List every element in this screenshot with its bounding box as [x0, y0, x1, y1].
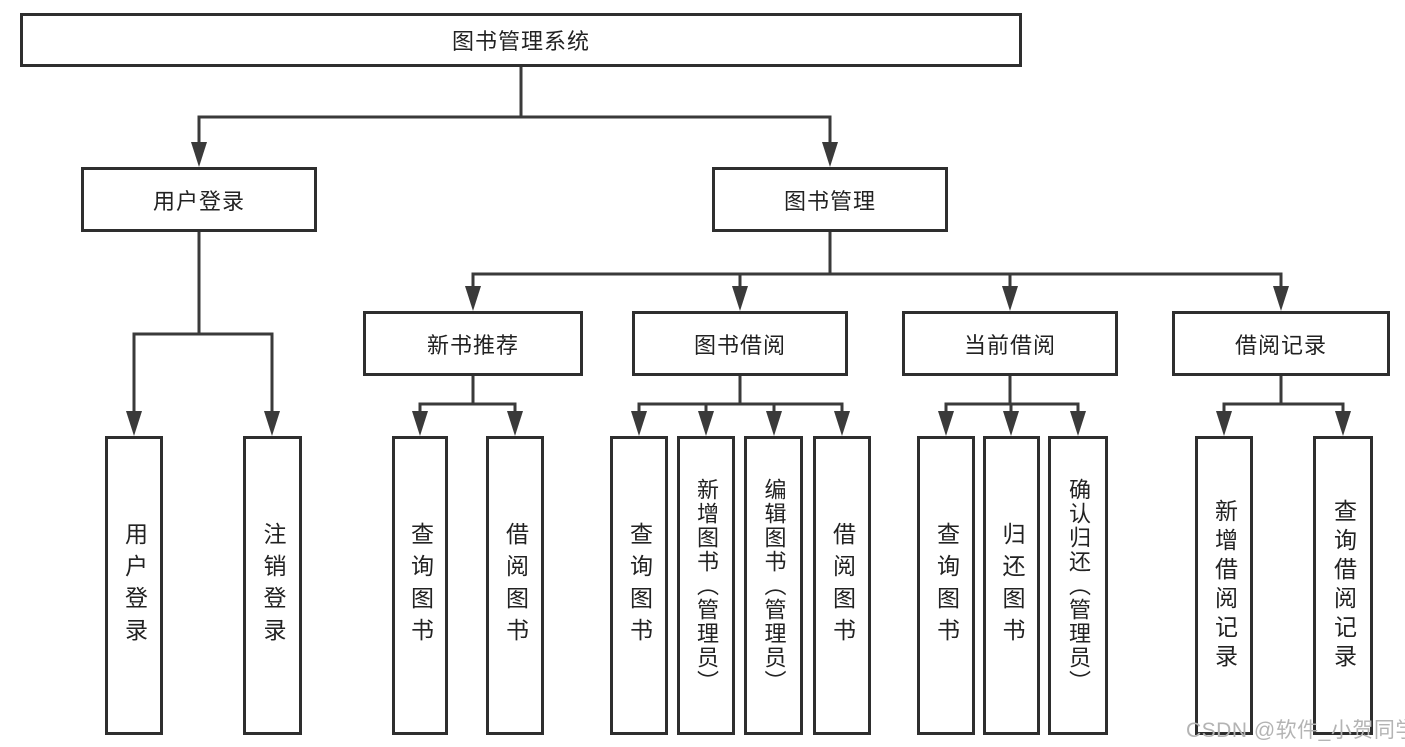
connector-level2-rail	[471, 272, 1283, 288]
csdn-watermark: CSDN @软件_小贺同学	[1186, 719, 1405, 742]
arrowhead	[1003, 411, 1019, 436]
leaf-edit-books-admin: 编辑图书（管理员）	[744, 436, 803, 735]
leaf-query-borrow-record: 查询借阅记录	[1313, 436, 1373, 735]
node-user-login: 用户登录	[81, 167, 317, 232]
leaf-add-borrow-record: 新增借阅记录	[1195, 436, 1253, 735]
leaf-logout: 注销登录	[243, 436, 302, 735]
node-book-borrowing: 图书借阅	[632, 311, 848, 376]
arrowhead	[1335, 411, 1351, 436]
arrowhead	[732, 286, 748, 311]
arrowhead	[938, 411, 954, 436]
arrowhead	[822, 142, 838, 167]
arrowhead	[507, 411, 523, 436]
arrowhead	[1216, 411, 1232, 436]
arrowhead	[1273, 286, 1289, 311]
leaf-borrow-books-recommend: 借阅图书	[486, 436, 544, 735]
leaf-user-login: 用户登录	[105, 436, 163, 735]
arrowhead	[465, 286, 481, 311]
node-current-borrowing: 当前借阅	[902, 311, 1118, 376]
connector-userlogin-rail	[132, 332, 274, 412]
node-new-book-recommend: 新书推荐	[363, 311, 583, 376]
leaf-add-books-admin: 新增图书（管理员）	[677, 436, 735, 735]
arrowhead	[631, 411, 647, 436]
leaf-return-books: 归还图书	[983, 436, 1040, 735]
connector-newbook-rail	[418, 402, 517, 413]
leaf-confirm-return-admin: 确认归还（管理员）	[1048, 436, 1108, 735]
arrowhead	[191, 142, 207, 167]
node-borrowing-records: 借阅记录	[1172, 311, 1390, 376]
arrowhead	[1070, 411, 1086, 436]
arrowhead	[264, 411, 280, 436]
node-root-system: 图书管理系统	[20, 13, 1022, 67]
leaf-borrow-books-borrowing: 借阅图书	[813, 436, 871, 735]
arrowhead	[126, 411, 142, 436]
arrowhead	[766, 411, 782, 436]
node-book-management: 图书管理	[712, 167, 948, 232]
arrowhead	[834, 411, 850, 436]
leaf-query-books-recommend: 查询图书	[392, 436, 448, 735]
connector-records-rail	[1222, 402, 1345, 413]
arrowhead	[698, 411, 714, 436]
connector-level1-rail	[197, 115, 832, 144]
leaf-query-books-current: 查询图书	[917, 436, 975, 735]
arrowhead	[412, 411, 428, 436]
leaf-query-books-borrowing: 查询图书	[610, 436, 668, 735]
arrowhead	[1002, 286, 1018, 311]
connector-borrow-rail	[637, 402, 844, 413]
